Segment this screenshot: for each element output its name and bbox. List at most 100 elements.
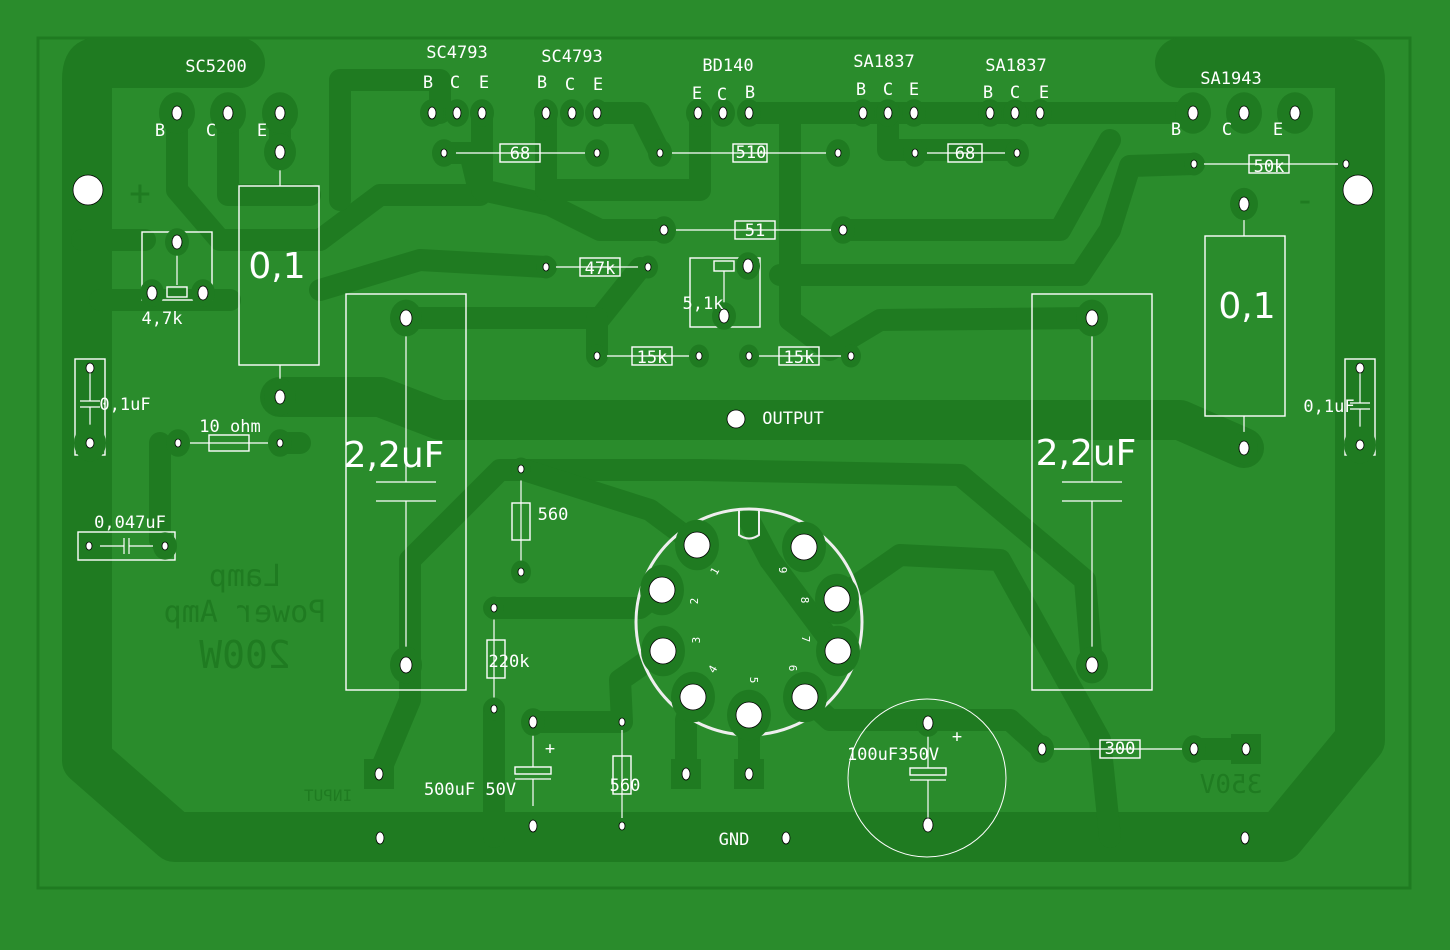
pad [781,831,791,845]
tube-pin-numbers: 1 2 3 4 5 6 7 8 9 [688,565,812,683]
pin-label: C [1010,83,1020,103]
cap-100-outline [847,698,1007,858]
pad [641,625,685,677]
cap-22-right-value: 2,2uF [1036,433,1137,474]
cap-22-left-outline [345,293,467,691]
pad [711,99,735,127]
resistor-bodies [186,143,1338,818]
resistor [668,143,830,163]
resistor [186,434,272,452]
pad [851,99,875,127]
pad [727,689,771,741]
r68-right-value: 68 [955,144,975,164]
pin-label: B [983,83,993,103]
cap-0047-value: 0,047uF [94,513,166,533]
pin-label: E [479,73,489,93]
tube-pin-number: 6 [786,665,799,672]
pad [1182,735,1206,763]
q-sa1837-2-label: SA1837 [985,56,1046,76]
pad [1003,99,1027,127]
q-sa1837-1-label: SA1837 [853,52,914,72]
pad [85,362,95,374]
resistor [605,346,691,366]
pad [585,99,609,127]
pad [165,228,189,256]
pad [521,708,545,736]
q-sc4793-1-label: SC4793 [426,43,487,63]
pin-label: E [593,75,603,95]
r220k-value: 220k [489,652,530,672]
cap-100-value: 100uF350V [847,745,939,765]
pad [1342,174,1374,206]
copper-title-line2: Power Amp [164,595,327,630]
pad [671,671,715,723]
resistor [672,220,835,240]
pad [166,429,190,457]
pin-label: B [155,121,165,141]
pin-label: B [745,83,755,103]
pad [262,92,298,134]
q-sc4793-2-label: SC4793 [541,47,602,67]
pin-label: E [1039,83,1049,103]
pin-label: E [1273,120,1283,140]
pad [689,344,709,368]
pad [74,424,106,462]
resistor [1202,154,1338,174]
pad [268,429,292,457]
tube-socket-key [738,509,760,540]
r560-top-value: 560 [538,505,569,525]
pin-label: E [692,84,702,104]
pin-label: C [717,85,727,105]
tube-pin-number: 8 [798,597,811,604]
cap-100-plus: + [952,727,962,747]
resistor [554,257,640,277]
pad [1076,299,1108,337]
pad [587,344,607,368]
pad [916,709,940,737]
pad [736,252,760,280]
pin-label: C [206,121,216,141]
pad [1344,426,1376,464]
pad [739,344,759,368]
pad [815,573,859,625]
pad [85,541,93,551]
pad [534,99,558,127]
r560-bottom-value: 560 [610,776,641,796]
pad [841,344,861,368]
tube-pin-number: 7 [799,636,812,643]
pad [1230,187,1258,221]
gnd-label: GND [719,830,750,850]
pad [686,99,710,127]
pad [876,99,900,127]
pad [140,279,164,307]
r15k-right-value: 15k [784,348,815,368]
transistor-labels: SC5200 B C E SC4793 B C E SC4793 B C E B… [155,43,1283,141]
pin-label: C [565,75,575,95]
r510-value: 510 [736,143,767,163]
pad [712,302,736,330]
copper-minus-sign: - [1294,180,1316,221]
pad [390,646,422,684]
pad [470,99,494,127]
copper-title-line3: 200W [199,633,291,677]
resistor [757,346,843,366]
output-label: OUTPUT [762,409,823,429]
q-sa1943-label: SA1943 [1200,69,1261,89]
pad [902,99,926,127]
pad [638,255,658,279]
r300-value: 300 [1105,739,1136,759]
cap-500-value: 500uF 50V [424,780,516,800]
pin-label: C [450,73,460,93]
copper-text: + - Lamp Power Amp 200W INPUT 350V [129,173,1316,805]
pad [585,139,609,167]
pin-label: C [1222,120,1232,140]
pad [1005,139,1029,167]
board-outline [36,36,1412,890]
pad [210,92,246,134]
resistor [612,730,632,818]
pad [1175,92,1211,134]
pad [675,519,719,571]
square-pad [364,759,394,789]
pad [484,697,504,721]
